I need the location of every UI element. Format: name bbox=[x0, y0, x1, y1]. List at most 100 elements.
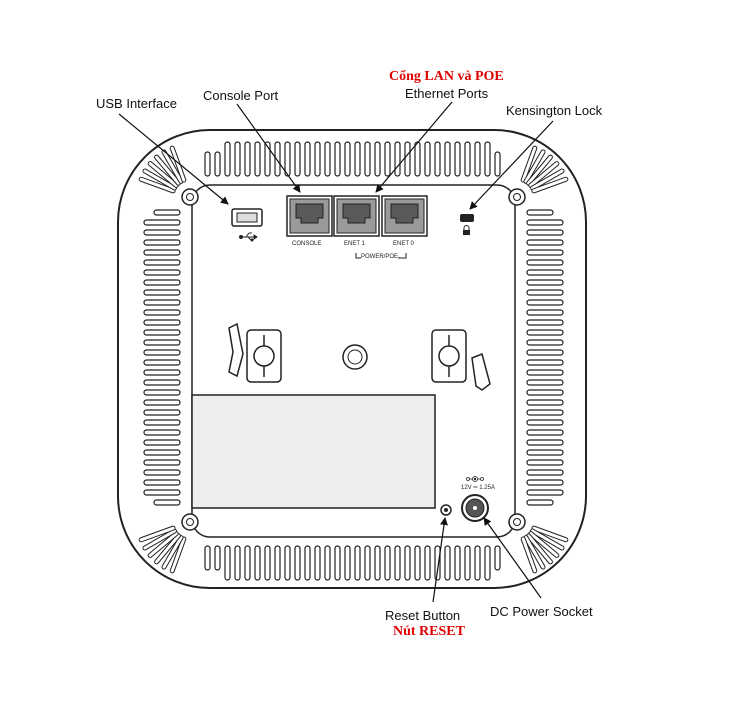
vent-slot-corner bbox=[139, 177, 175, 193]
label-console-port: Console Port bbox=[203, 88, 279, 103]
vent-slot bbox=[394, 545, 401, 581]
corner-screw bbox=[508, 188, 526, 206]
vent-slot bbox=[143, 249, 181, 256]
poe-marking: POWER/POE bbox=[361, 254, 399, 260]
callout-reset bbox=[432, 517, 448, 603]
vent-slot-corner bbox=[162, 536, 183, 569]
vent-slot bbox=[434, 545, 441, 581]
vent-slot bbox=[334, 141, 341, 177]
vent-slot bbox=[143, 309, 181, 316]
ventilation-slots bbox=[138, 141, 569, 581]
vent-slot-corner bbox=[532, 177, 568, 193]
vent-slot bbox=[143, 329, 181, 336]
console-rj45-port bbox=[286, 195, 333, 237]
vent-slot bbox=[526, 469, 564, 476]
vent-slot bbox=[526, 489, 564, 496]
vent-slot bbox=[143, 349, 181, 356]
vent-slot bbox=[143, 269, 181, 276]
vent-slot-corner bbox=[529, 532, 559, 557]
vent-slot bbox=[526, 439, 564, 446]
callout-usb bbox=[118, 113, 229, 205]
vent-slot bbox=[244, 545, 251, 581]
dc-rating-marking: 12V ═ 1.25A bbox=[461, 485, 495, 491]
vent-slot bbox=[143, 429, 181, 436]
vent-slot bbox=[143, 459, 181, 466]
vent-slot bbox=[314, 141, 321, 177]
vent-slot-corner bbox=[527, 534, 552, 564]
vent-slot-corner bbox=[155, 534, 180, 564]
vent-slot bbox=[264, 141, 271, 177]
vent-slot bbox=[143, 279, 181, 286]
vent-slot bbox=[153, 209, 181, 216]
vent-slot bbox=[143, 319, 181, 326]
vent-slot bbox=[214, 151, 221, 177]
vent-slot bbox=[224, 141, 231, 177]
vent-slot-corner bbox=[143, 169, 176, 190]
vent-slot bbox=[143, 229, 181, 236]
vent-slot bbox=[354, 545, 361, 581]
vent-slot bbox=[274, 545, 281, 581]
label-plate bbox=[191, 394, 436, 509]
vent-slot bbox=[526, 419, 564, 426]
vent-slot bbox=[424, 545, 431, 581]
vent-slot bbox=[526, 329, 564, 336]
vent-slot bbox=[404, 141, 411, 177]
label-reset-button: Reset Button bbox=[385, 608, 461, 623]
vent-slot bbox=[394, 141, 401, 177]
vent-slot bbox=[204, 545, 211, 571]
label-reset-button-vi: Nút RESET bbox=[393, 624, 465, 639]
vent-slot-corner bbox=[524, 536, 545, 569]
corner-screw bbox=[181, 513, 199, 531]
vent-slot bbox=[424, 141, 431, 177]
vent-slot bbox=[454, 545, 461, 581]
vent-slot bbox=[344, 545, 351, 581]
vent-slot bbox=[526, 479, 564, 486]
callout-kensington bbox=[469, 120, 554, 210]
vent-slot bbox=[334, 545, 341, 581]
vent-slot bbox=[143, 359, 181, 366]
vent-slot bbox=[143, 339, 181, 346]
vent-slot bbox=[474, 545, 481, 581]
vent-slot bbox=[444, 141, 451, 177]
vent-slot bbox=[224, 545, 231, 581]
vent-slot-corner bbox=[162, 150, 183, 183]
vent-slot-corner bbox=[529, 162, 559, 187]
vent-slot-corner bbox=[524, 150, 545, 183]
dc-polarity-icon bbox=[466, 476, 484, 482]
vent-slot bbox=[484, 545, 491, 581]
vent-slot bbox=[526, 399, 564, 406]
vent-slot bbox=[143, 259, 181, 266]
vent-slot bbox=[143, 469, 181, 476]
vent-slot bbox=[526, 299, 564, 306]
vent-slot bbox=[526, 239, 564, 246]
vent-slot bbox=[526, 429, 564, 436]
vent-slot bbox=[526, 289, 564, 296]
vent-slot bbox=[143, 479, 181, 486]
lock-icon bbox=[463, 225, 470, 235]
corner-screw bbox=[181, 188, 199, 206]
reset-button bbox=[440, 504, 452, 516]
vent-slot bbox=[143, 439, 181, 446]
vent-slot bbox=[464, 545, 471, 581]
vent-slot bbox=[384, 141, 391, 177]
vent-slot bbox=[354, 141, 361, 177]
vent-slot bbox=[454, 141, 461, 177]
vent-slot-corner bbox=[527, 155, 552, 185]
vent-slot bbox=[304, 141, 311, 177]
vent-slot-corner bbox=[521, 146, 537, 182]
vent-slot-corner bbox=[148, 532, 178, 557]
vent-slot-corner bbox=[143, 529, 176, 550]
vent-slot bbox=[526, 269, 564, 276]
label-dc-power-socket: DC Power Socket bbox=[490, 604, 593, 619]
vent-slot bbox=[414, 141, 421, 177]
vent-slot bbox=[526, 229, 564, 236]
mounting-bracket-left bbox=[228, 322, 282, 383]
vent-slot-corner bbox=[531, 529, 564, 550]
vent-slot-corner bbox=[532, 526, 568, 542]
vent-slot bbox=[526, 319, 564, 326]
vent-slot bbox=[526, 369, 564, 376]
enet0-rj45-port bbox=[381, 195, 428, 237]
vent-slot bbox=[314, 545, 321, 581]
callout-lines bbox=[118, 101, 554, 603]
